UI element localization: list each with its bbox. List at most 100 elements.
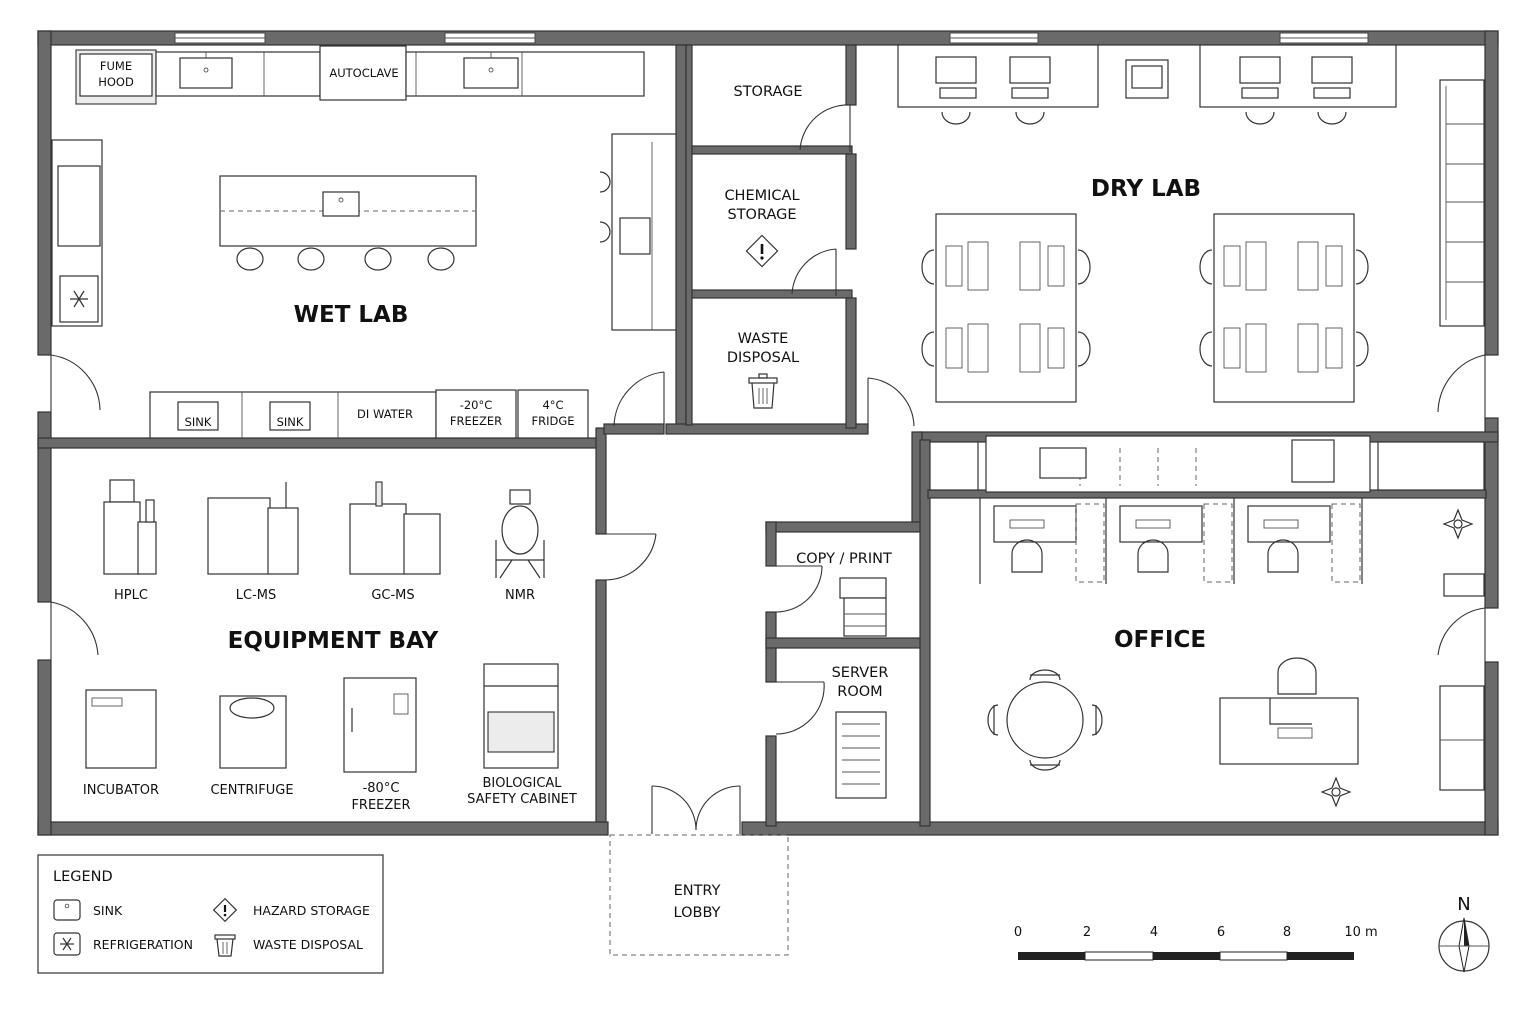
room-labels: WET LAB STORAGE CHEMICAL STORAGE WASTE D… — [228, 84, 1206, 921]
door-copy[interactable] — [775, 565, 823, 613]
fridge-4 — [517, 389, 589, 439]
room-label-office: OFFICE — [1114, 627, 1206, 653]
wall-corridor-west-b — [595, 579, 607, 823]
freezer-20 — [435, 389, 517, 439]
chair — [1277, 657, 1317, 695]
wall-south-east — [741, 821, 1499, 836]
meeting-table — [1006, 681, 1084, 759]
manager-desk — [1219, 697, 1359, 765]
door-drylab-east[interactable] — [1437, 354, 1486, 418]
sink-icon — [269, 401, 311, 431]
wall-east-lower — [1484, 661, 1499, 836]
label-fridge-1: 4°C — [542, 398, 563, 412]
scale-tick-2: 2 — [1083, 925, 1091, 940]
door-wetlab-corridor[interactable] — [613, 371, 665, 428]
room-label-entry-2: LOBBY — [674, 905, 721, 921]
room-label-dry-lab: DRY LAB — [1091, 176, 1201, 202]
door-drylab-corridor[interactable] — [867, 377, 915, 428]
wall-wetlab-south — [37, 437, 605, 449]
wall-west-upper — [37, 30, 52, 356]
snowflake-icon — [53, 932, 81, 956]
door-wetlab-west[interactable] — [50, 354, 101, 412]
label-fume-hood-1: FUME — [100, 59, 132, 73]
wall-east-upper — [1484, 30, 1499, 356]
room-label-copy-print: COPY / PRINT — [796, 551, 892, 567]
door-entry-left[interactable] — [651, 785, 697, 834]
label-freezer-20-1: -20°C — [460, 398, 493, 412]
label-freezer-20-2: FREEZER — [450, 414, 502, 428]
wall-copy-west-a — [765, 521, 777, 567]
legend-label-waste: WASTE DISPOSAL — [253, 937, 363, 952]
sink-icon — [322, 191, 360, 217]
workbench-table — [1213, 213, 1355, 403]
desk — [897, 44, 1099, 108]
legend-label-refrigeration: REFRIGERATION — [93, 937, 193, 952]
label-di-water: DI WATER — [357, 407, 413, 421]
sink-icon — [463, 57, 519, 89]
bsc-icon — [483, 663, 559, 769]
door-equip-corridor[interactable] — [604, 533, 657, 581]
label-sink-1: SINK — [185, 415, 212, 429]
plant-icon — [1320, 776, 1352, 808]
room-label-chemical-storage-2: STORAGE — [727, 207, 796, 223]
door-entry-right[interactable] — [695, 785, 741, 834]
wet-lab-furniture — [51, 45, 677, 439]
room-label-server-1: SERVER — [832, 665, 889, 681]
door-storage[interactable] — [799, 104, 851, 152]
wall-storage-south — [685, 145, 853, 155]
wall-chem-south — [685, 289, 853, 299]
north-counter-east — [405, 51, 645, 97]
room-label-chemical-storage-1: CHEMICAL — [724, 188, 799, 204]
scale-tick-0: 0 — [1014, 925, 1022, 940]
microwave — [1291, 439, 1335, 483]
chairs — [941, 111, 1347, 125]
equipment-labels: HPLC LC-MS GC-MS NMR INCUBATOR CENTRIFUG… — [83, 588, 577, 813]
sink-icon — [179, 57, 233, 89]
scale-tick-8: 8 — [1283, 925, 1291, 940]
wall-server-west — [765, 735, 777, 827]
freezer80-icon — [343, 677, 417, 773]
doors[interactable] — [50, 104, 1486, 834]
room-label-wet-lab: WET LAB — [294, 302, 409, 328]
door-office-east[interactable] — [1437, 607, 1486, 662]
gcms-icon — [349, 481, 441, 575]
workbench-table — [935, 213, 1077, 403]
office-furniture — [929, 435, 1485, 808]
label-freezer80-1: -80°C — [363, 781, 400, 796]
door-equip-west[interactable] — [50, 601, 99, 660]
scale-segment — [1219, 951, 1288, 961]
hplc-icon — [103, 479, 157, 575]
lcms-icon — [207, 482, 299, 575]
door-chemical[interactable] — [791, 248, 837, 296]
room-label-equipment-bay: EQUIPMENT BAY — [228, 628, 439, 654]
wall-storage-east-c — [845, 297, 857, 429]
incubator-icon — [85, 689, 157, 769]
fixture-labels: FUME HOOD AUTOCLAVE SINK SINK DI WATER -… — [98, 59, 574, 429]
legend-label-sink: SINK — [93, 903, 123, 918]
door-server[interactable] — [775, 681, 825, 735]
windows — [174, 32, 1369, 44]
wall-corridor-west-a — [595, 427, 607, 535]
scale-segment — [1084, 951, 1154, 961]
hazard-icon — [212, 897, 238, 923]
trash-icon — [214, 934, 236, 957]
legend-box — [37, 854, 384, 974]
trash-icon — [748, 373, 778, 409]
wall-wetlab-east — [675, 44, 687, 434]
room-label-server-2: ROOM — [837, 684, 882, 700]
label-nmr: NMR — [505, 588, 535, 603]
centrifuge-icon — [219, 695, 287, 769]
wall-storage-east-a — [845, 44, 857, 106]
label-fridge-2: FRIDGE — [531, 414, 574, 428]
label-bsc-2: SAFETY CABINET — [467, 792, 577, 807]
wall-copy-south — [765, 637, 923, 649]
legend: LEGEND SINK HAZARD STORAGE REFRIGERATION… — [37, 854, 384, 974]
scale-segment — [1153, 952, 1220, 960]
hazard-icon — [745, 234, 779, 268]
wall-west-mid — [37, 411, 52, 603]
monitor-icon — [935, 56, 1353, 99]
label-centrifuge: CENTRIFUGE — [210, 783, 293, 798]
scale-tick-10: 10 m — [1344, 925, 1377, 940]
stool — [236, 247, 264, 271]
